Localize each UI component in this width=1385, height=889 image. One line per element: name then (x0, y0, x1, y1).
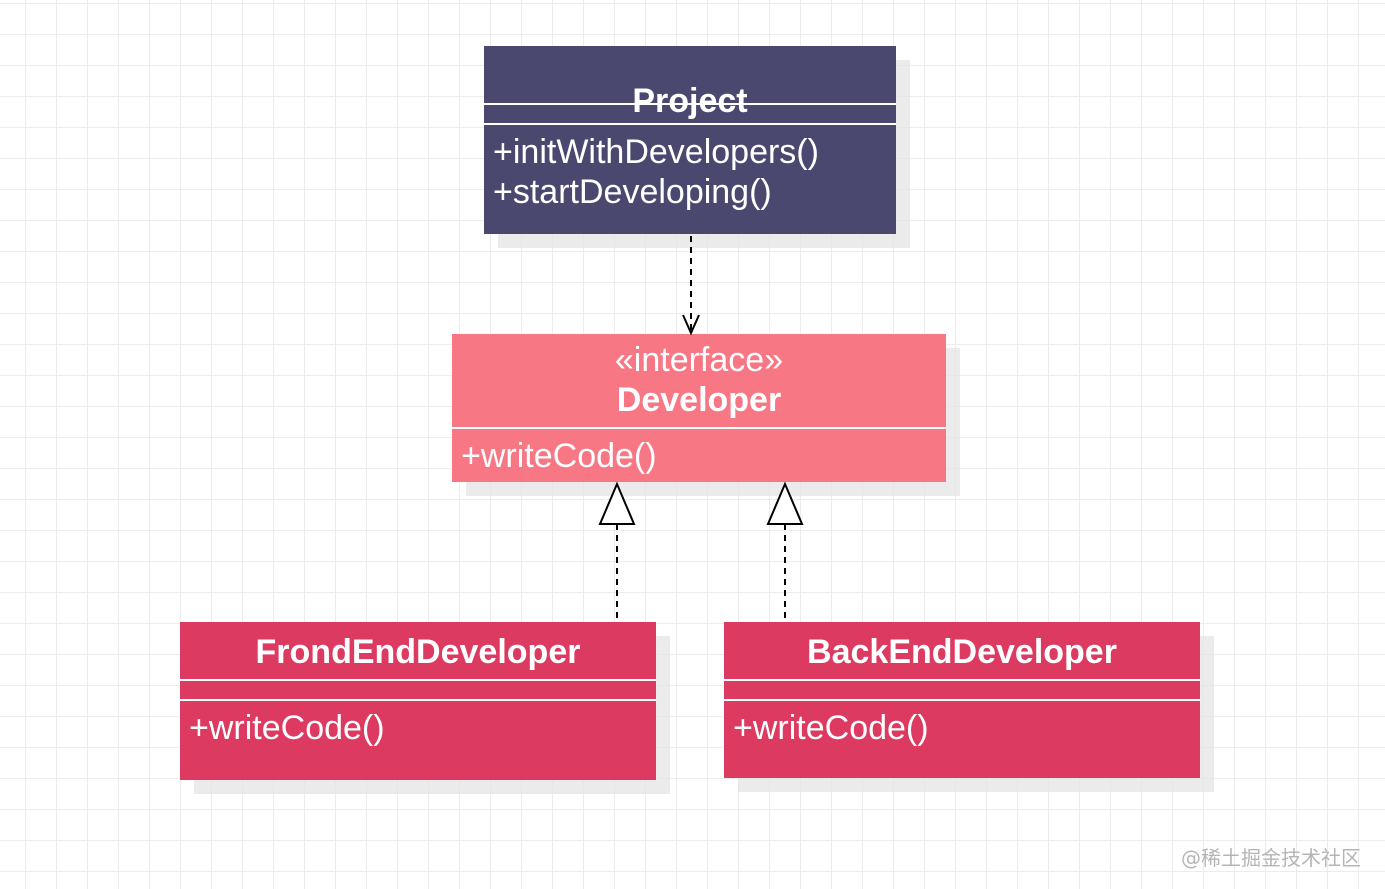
backend-developer-class-box[interactable]: BackEndDeveloper +writeCode() (724, 622, 1200, 778)
project-methods-divider (484, 123, 896, 125)
backend-method-writecode: +writeCode() (733, 709, 929, 747)
backend-class-name: BackEndDeveloper (807, 633, 1117, 671)
project-attributes-divider (484, 103, 896, 105)
frontend-method-writecode: +writeCode() (189, 709, 385, 747)
project-method-start: +startDeveloping() (493, 173, 772, 211)
developer-method-writecode: +writeCode() (461, 437, 657, 475)
frontend-class-name: FrondEndDeveloper (255, 633, 581, 671)
frontend-methods-divider (180, 699, 656, 701)
project-class-box[interactable]: Project +initWithDevelopers() +startDeve… (484, 46, 896, 234)
frontend-attributes-divider (180, 679, 656, 681)
project-method-init: +initWithDevelopers() (493, 133, 819, 171)
realization-arrow-backend-developer (766, 481, 804, 621)
watermark-text: @稀土掘金技术社区 (1181, 846, 1361, 870)
realization-arrow-frontend-developer (598, 481, 636, 621)
frontend-developer-class-box[interactable]: FrondEndDeveloper +writeCode() (180, 622, 656, 780)
developer-methods-divider (452, 427, 946, 429)
project-class-name: Project (632, 82, 748, 120)
developer-interface-box[interactable]: «interface» Developer +writeCode() (452, 334, 946, 482)
dependency-arrow-project-developer (682, 236, 700, 336)
developer-interface-name: Developer (616, 381, 782, 419)
backend-attributes-divider (724, 679, 1200, 681)
developer-stereotype: «interface» (614, 341, 784, 379)
backend-methods-divider (724, 699, 1200, 701)
